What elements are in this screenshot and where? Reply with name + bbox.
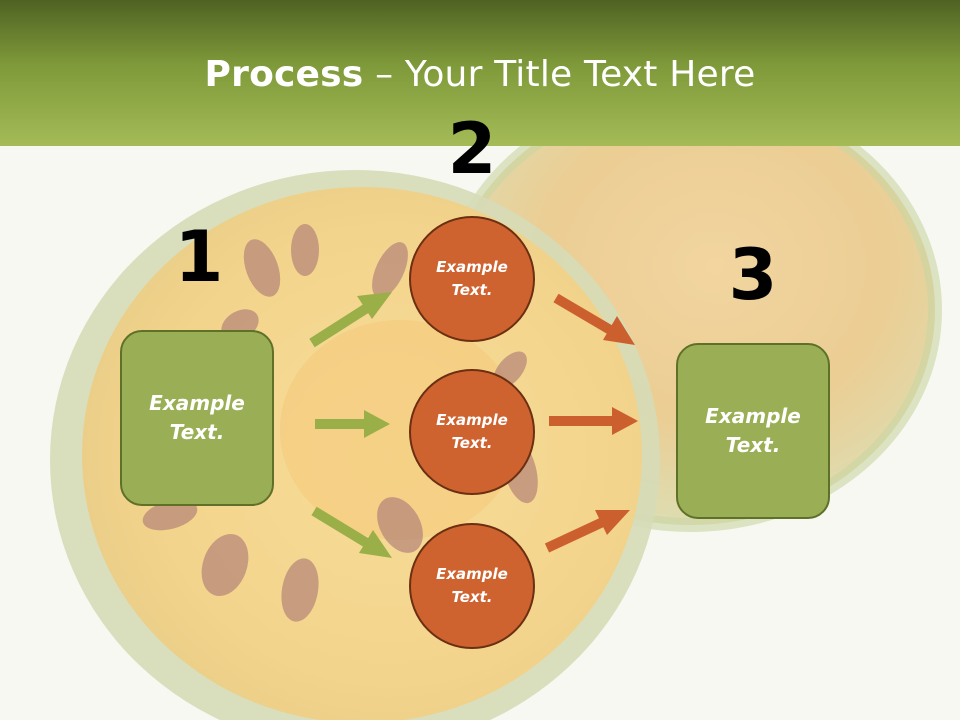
title-rest-part: – Your Title Text Here	[363, 54, 756, 95]
step-2-circle-middle: Example Text.	[409, 369, 535, 495]
right-arrows-group	[544, 293, 638, 553]
title-bold-part: Process	[204, 54, 364, 95]
step-1-box-label: Example Text.	[149, 391, 245, 444]
arrow-left-to-circle-2	[315, 410, 390, 438]
circle-middle-label: Example Text.	[436, 411, 508, 452]
circle-top-label: Example Text.	[436, 258, 508, 299]
title-bar	[0, 0, 960, 146]
arrow-left-to-circle-1	[309, 292, 392, 348]
step-number-2: 2	[447, 108, 497, 190]
arrow-circle-2-to-right	[549, 407, 638, 435]
arrow-left-to-circle-3	[311, 506, 392, 558]
step-1-box: Example Text.	[120, 330, 274, 506]
step-3-box-label: Example Text.	[705, 404, 801, 457]
arrow-circle-1-to-right	[553, 293, 635, 345]
slide-title: Process – Your Title Text Here	[0, 52, 960, 98]
step-3-box: Example Text.	[676, 343, 830, 519]
left-arrows-group	[309, 292, 392, 558]
step-2-circle-top: Example Text.	[409, 216, 535, 342]
arrow-circle-3-to-right	[544, 510, 630, 553]
step-number-3: 3	[728, 234, 778, 316]
circle-bottom-label: Example Text.	[436, 565, 508, 606]
step-2-circle-bottom: Example Text.	[409, 523, 535, 649]
step-number-1: 1	[174, 216, 224, 298]
